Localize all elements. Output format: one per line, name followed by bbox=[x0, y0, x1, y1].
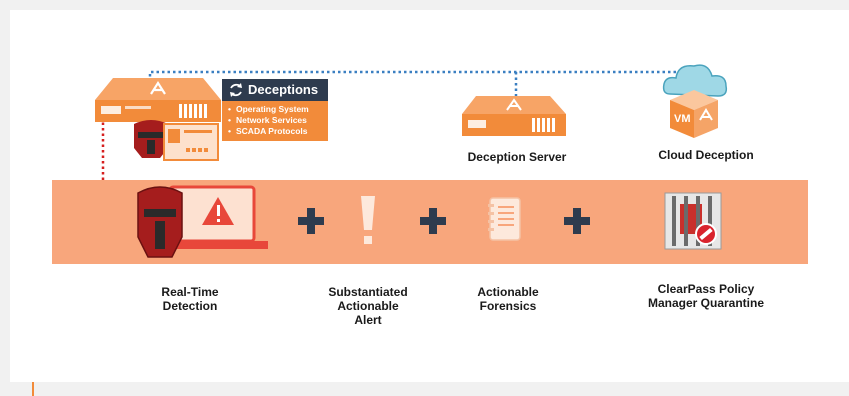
step-label-real-time-detection: Real-Time Detection bbox=[161, 285, 219, 313]
blue-dotted-line bbox=[148, 70, 688, 96]
quarantine-jail-icon bbox=[664, 192, 722, 250]
deceptions-title: Deceptions bbox=[248, 82, 319, 97]
notepad-icon bbox=[488, 197, 521, 241]
plus-icon bbox=[564, 208, 590, 234]
deceptions-box-header: Deceptions bbox=[222, 79, 328, 101]
step-label-substantiated-alert: Substantiated Actionable Alert bbox=[328, 285, 408, 327]
deception-item: Operating System bbox=[228, 104, 328, 115]
step-label-clearpass-quarantine: ClearPass Policy Manager Quarantine bbox=[647, 282, 765, 310]
attacker-laptop-alert-icon bbox=[137, 185, 268, 258]
deception-server-icon bbox=[462, 96, 566, 136]
cloud-vm-icon: VM bbox=[662, 64, 728, 138]
cloud-deception-label: Cloud Deception bbox=[658, 148, 754, 162]
refresh-cycle-icon bbox=[230, 83, 242, 97]
attacker-helmet-small-icon bbox=[134, 120, 168, 158]
deception-item: Network Services bbox=[228, 115, 328, 126]
plus-icon bbox=[420, 208, 446, 234]
plus-icon bbox=[298, 208, 324, 234]
appliance-icon bbox=[95, 78, 221, 122]
step-label-actionable-forensics: Actionable Forensics bbox=[477, 285, 539, 313]
deceptions-box-list: Operating System Network Services SCADA … bbox=[222, 101, 328, 141]
cloud-vm-text: VM bbox=[674, 113, 691, 125]
exclamation-icon bbox=[361, 196, 375, 244]
deception-server-label: Deception Server bbox=[467, 150, 567, 164]
deception-item: SCADA Protocols bbox=[228, 126, 328, 137]
id-card-icon bbox=[163, 123, 219, 161]
accent-line bbox=[32, 382, 34, 396]
